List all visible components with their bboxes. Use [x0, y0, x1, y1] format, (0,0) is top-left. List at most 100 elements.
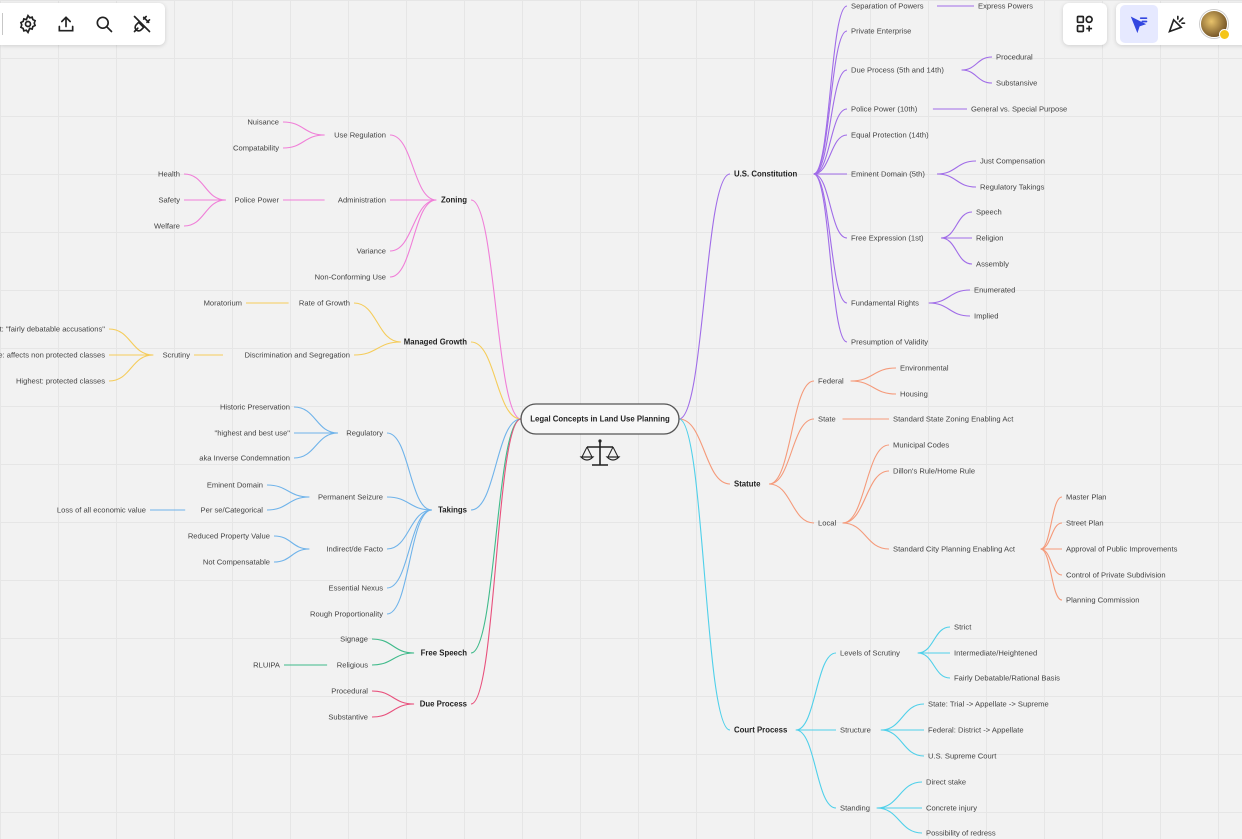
node-control-of-private-subdivision[interactable]: Control of Private Subdivision	[1066, 571, 1166, 580]
select-icon[interactable]	[1120, 5, 1158, 43]
node-speech[interactable]: Speech	[976, 208, 1002, 217]
branch-managed-growth[interactable]: Managed Growth	[404, 338, 467, 347]
branch-court-process[interactable]: Court Process	[734, 726, 788, 735]
node-approval-of-public-improvements[interactable]: Approval of Public Improvements	[1066, 545, 1178, 554]
node-substantive[interactable]: Substantive	[328, 713, 368, 722]
node-health[interactable]: Health	[158, 170, 180, 179]
settings-icon[interactable]	[9, 5, 47, 43]
node-religion[interactable]: Religion	[976, 234, 1003, 243]
node-essential-nexus[interactable]: Essential Nexus	[329, 584, 384, 593]
node-concrete-injury[interactable]: Concrete injury	[926, 804, 977, 813]
node-lowest-fairly-debatable-accusations[interactable]: Lowest: "fairly debatable accusations"	[0, 325, 105, 334]
node-procedural[interactable]: Procedural	[996, 53, 1033, 62]
node-safety[interactable]: Safety	[158, 196, 180, 205]
root-node[interactable]	[520, 403, 680, 435]
node-implied[interactable]: Implied	[974, 312, 998, 321]
node-municipal-codes[interactable]: Municipal Codes	[893, 441, 949, 450]
node-master-plan[interactable]: Master Plan	[1066, 493, 1107, 502]
branch-u-s-constitution[interactable]: U.S. Constitution	[734, 170, 797, 179]
link-housing	[850, 380, 897, 395]
node-administration[interactable]: Administration	[338, 196, 386, 205]
node-rate-of-growth[interactable]: Rate of Growth	[299, 299, 350, 308]
search-icon[interactable]	[85, 5, 123, 43]
shapes-icon[interactable]	[1066, 5, 1104, 43]
node-environmental[interactable]: Environmental	[900, 364, 949, 373]
node-intermediate-affects-non-protected-classes[interactable]: Intermediate: affects non protected clas…	[0, 351, 105, 360]
node-highest-protected-classes[interactable]: Highest: protected classes	[16, 377, 105, 386]
node-non-conforming-use[interactable]: Non-Conforming Use	[315, 273, 386, 282]
node-state-trial-appellate-supreme[interactable]: State: Trial -> Appellate -> Supreme	[928, 700, 1049, 709]
node-reduced-property-value[interactable]: Reduced Property Value	[188, 532, 270, 541]
node-intermediate-heightened[interactable]: Intermediate/Heightened	[954, 649, 1037, 658]
node-regulatory-takings[interactable]: Regulatory Takings	[980, 183, 1045, 192]
node-historic-preservation[interactable]: Historic Preservation	[220, 403, 290, 412]
upload-icon[interactable]	[47, 5, 85, 43]
node-strict[interactable]: Strict	[954, 623, 972, 632]
node-planning-commission[interactable]: Planning Commission	[1066, 596, 1139, 605]
node-loss-of-all-economic-value[interactable]: Loss of all economic value	[57, 506, 146, 515]
node-police-power[interactable]: Police Power	[235, 196, 280, 205]
node-standard-state-zoning-enabling-act[interactable]: Standard State Zoning Enabling Act	[893, 415, 1014, 424]
node-compatability[interactable]: Compatability	[233, 144, 279, 153]
node-structure[interactable]: Structure	[840, 726, 871, 735]
branch-statute[interactable]: Statute	[734, 480, 761, 489]
branch-free-speech[interactable]: Free Speech	[421, 649, 468, 658]
node-enumerated[interactable]: Enumerated	[974, 286, 1015, 295]
node-highest-and-best-use[interactable]: "highest and best use"	[215, 429, 291, 438]
node-fairly-debatable-rational-basis[interactable]: Fairly Debatable/Rational Basis	[954, 674, 1060, 683]
node-state[interactable]: State	[818, 415, 836, 424]
node-federal[interactable]: Federal	[818, 377, 844, 386]
celebrate-icon[interactable]	[1158, 5, 1196, 43]
node-not-compensatable[interactable]: Not Compensatable	[203, 558, 270, 567]
node-aka-inverse-condemnation[interactable]: aka Inverse Condemnation	[199, 454, 290, 463]
node-eminent-domain-5th[interactable]: Eminent Domain (5th)	[851, 170, 925, 179]
node-housing[interactable]: Housing	[900, 390, 928, 399]
node-private-enterprise[interactable]: Private Enterprise	[851, 27, 911, 36]
node-indirect-de-facto[interactable]: Indirect/de Facto	[326, 545, 383, 554]
node-dillon-s-rule-home-rule[interactable]: Dillon's Rule/Home Rule	[893, 467, 975, 476]
branch-due-process[interactable]: Due Process	[420, 700, 468, 709]
node-use-regulation[interactable]: Use Regulation	[334, 131, 386, 140]
node-substansive[interactable]: Substansive	[996, 79, 1037, 88]
node-welfare[interactable]: Welfare	[154, 222, 180, 231]
node-per-se-categorical[interactable]: Per se/Categorical	[201, 506, 264, 515]
node-just-compensation[interactable]: Just Compensation	[980, 157, 1045, 166]
node-standing[interactable]: Standing	[840, 804, 870, 813]
node-equal-protection-14th[interactable]: Equal Protection (14th)	[851, 131, 929, 140]
node-permanent-seizure[interactable]: Permanent Seizure	[318, 493, 383, 502]
node-due-process-5th-and-14th[interactable]: Due Process (5th and 14th)	[851, 66, 944, 75]
node-scrutiny[interactable]: Scrutiny	[163, 351, 191, 360]
branch-takings[interactable]: Takings	[438, 506, 468, 515]
node-signage[interactable]: Signage	[340, 635, 368, 644]
node-eminent-domain[interactable]: Eminent Domain	[207, 481, 263, 490]
node-federal-district-appellate[interactable]: Federal: District -> Appellate	[928, 726, 1024, 735]
node-assembly[interactable]: Assembly	[976, 260, 1009, 269]
root-node-label[interactable]: Legal Concepts in Land Use Planning	[530, 415, 670, 424]
node-procedural[interactable]: Procedural	[331, 687, 368, 696]
node-variance[interactable]: Variance	[357, 247, 386, 256]
node-fundamental-rights[interactable]: Fundamental Rights	[851, 299, 919, 308]
node-separation-of-powers[interactable]: Separation of Powers	[851, 2, 924, 11]
node-street-plan[interactable]: Street Plan	[1066, 519, 1104, 528]
node-nuisance[interactable]: Nuisance	[247, 118, 279, 127]
node-general-vs-special-purpose[interactable]: General vs. Special Purpose	[971, 105, 1067, 114]
node-free-expression-1st[interactable]: Free Expression (1st)	[851, 234, 924, 243]
branch-zoning[interactable]: Zoning	[441, 196, 467, 205]
node-rough-proportionality[interactable]: Rough Proportionality	[310, 610, 383, 619]
node-u-s-supreme-court[interactable]: U.S. Supreme Court	[928, 752, 997, 761]
plugin-icon[interactable]	[123, 5, 161, 43]
node-regulatory[interactable]: Regulatory	[346, 429, 383, 438]
node-presumption-of-validity[interactable]: Presumption of Validity	[851, 338, 928, 347]
node-religious[interactable]: Religious	[337, 661, 368, 670]
node-levels-of-scrutiny[interactable]: Levels of Scrutiny	[840, 649, 900, 658]
user-avatar[interactable]	[1200, 10, 1230, 40]
node-moratorium[interactable]: Moratorium	[204, 299, 242, 308]
node-local[interactable]: Local	[818, 519, 836, 528]
node-direct-stake[interactable]: Direct stake	[926, 778, 966, 787]
node-police-power-10th[interactable]: Police Power (10th)	[851, 105, 918, 114]
node-standard-city-planning-enabling-act[interactable]: Standard City Planning Enabling Act	[893, 545, 1016, 554]
node-express-powers[interactable]: Express Powers	[978, 2, 1033, 11]
node-rluipa[interactable]: RLUIPA	[253, 661, 281, 670]
node-discrimination-and-segregation[interactable]: Discrimination and Segregation	[244, 351, 350, 360]
node-possibility-of-redress[interactable]: Possibility of redress	[926, 829, 996, 838]
